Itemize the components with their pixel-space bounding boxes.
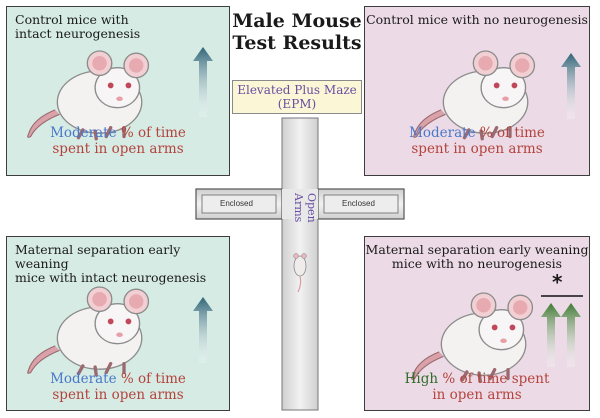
up-arrow-icon (541, 303, 561, 367)
up-arrow-icon (561, 303, 581, 367)
enclosed-label-left: Enclosed (220, 199, 253, 208)
result-level: High (404, 371, 439, 387)
panel-title-line-1: Control mice with (15, 12, 129, 27)
result-line-1: % of time (116, 371, 186, 387)
panel-title-line-1: Maternal separation early weaning (365, 242, 589, 257)
panel-control-intact: Control mice with intact neurogenesis Mo… (6, 6, 230, 176)
small-mouse-icon (293, 253, 307, 293)
up-arrow-icon (193, 297, 213, 363)
panel-title-line-2: intact neurogenesis (15, 26, 141, 41)
result-line-2: spent in open arms (52, 141, 184, 157)
maze-label-line-1: Elevated Plus Maze (237, 83, 357, 97)
significance-star: * (552, 270, 563, 294)
mouse-icon (25, 285, 151, 377)
panel-title-line-2: mice with no neurogenesis (391, 256, 563, 271)
panel-msew-intact: Maternal separation early weaning mice w… (6, 236, 230, 411)
panel-title-line-1: Control mice with no neurogenesis (366, 12, 588, 27)
up-arrow-icon (561, 53, 581, 119)
mouse-icon (409, 291, 535, 383)
result-text: Moderate % of time spent in open arms (365, 125, 589, 157)
panel-title: Control mice with no neurogenesis (365, 13, 589, 27)
result-line-2: spent in open arms (411, 141, 543, 157)
open-arms-label: Open Arms (292, 193, 318, 223)
maze-label-line-2: (EPM) (277, 97, 317, 111)
panel-title-line-1: Maternal separation early weaning (15, 242, 181, 271)
panel-msew-no-neurogenesis: Maternal separation early weaning mice w… (364, 236, 590, 411)
panel-title-line-2: mice with intact neurogenesis (15, 270, 207, 285)
result-line-1: % of time (475, 125, 545, 141)
result-level: Moderate (50, 125, 117, 141)
result-text: Moderate % of time spent in open arms (7, 371, 229, 403)
title-line-1: Male Mouse (232, 10, 362, 32)
result-level: Moderate (409, 125, 476, 141)
panel-title: Maternal separation early weaning mice w… (15, 243, 229, 285)
result-line-1: % of time (116, 125, 186, 141)
result-text: Moderate % of time spent in open arms (7, 125, 229, 157)
enclosed-label-right: Enclosed (342, 199, 375, 208)
result-text: High % of time spent in open arms (365, 371, 589, 403)
title-line-2: Test Results (232, 32, 362, 54)
panel-title: Control mice with intact neurogenesis (15, 13, 140, 41)
up-arrow-icon (193, 47, 213, 117)
result-level: Moderate (50, 371, 117, 387)
result-line-1: % of time spent (438, 371, 550, 387)
maze-label-box: Elevated Plus Maze (EPM) (232, 80, 362, 114)
page-title: Male Mouse Test Results (230, 10, 364, 54)
panel-title: Maternal separation early weaning mice w… (365, 243, 589, 271)
panel-control-no-neurogenesis: Control mice with no neurogenesis Modera… (364, 6, 590, 176)
result-line-2: spent in open arms (52, 387, 184, 403)
result-line-2: in open arms (432, 387, 522, 403)
significance-bar (541, 295, 583, 297)
